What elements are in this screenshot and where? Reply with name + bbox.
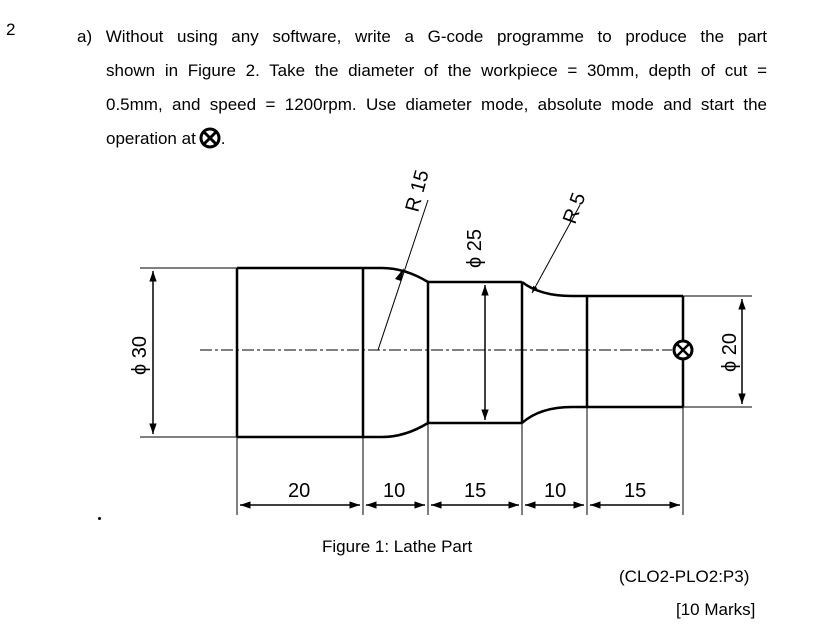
start-point-marker xyxy=(672,339,694,361)
part-outline xyxy=(235,266,685,439)
label-radius-5: R 5 xyxy=(559,190,590,227)
stray-dot xyxy=(98,517,101,520)
dim-radius-15: R 15 xyxy=(377,168,434,351)
dim-diameter-30: ϕ 30 xyxy=(129,267,237,438)
label-radius-15: R 15 xyxy=(402,168,434,215)
dim-length-10a: 10 xyxy=(383,480,405,502)
dim-length-20: 20 xyxy=(288,480,310,502)
clo-label: (CLO2-PLO2:P3) xyxy=(619,567,750,586)
question-line-2: shown in Figure 2. Take the diameter of … xyxy=(106,61,767,80)
dim-length-10b: 10 xyxy=(544,480,566,502)
question-line-4: operation at. xyxy=(77,122,767,156)
question-text: a) Without using any software, write a G… xyxy=(77,20,767,156)
question-line-4-text: operation at xyxy=(106,129,196,148)
dim-lengths: 20 10 15 10 15 xyxy=(236,407,684,515)
dim-length-15a: 15 xyxy=(464,480,486,502)
marks-label: [10 Marks] xyxy=(676,600,756,619)
question-line-4-period: . xyxy=(220,129,226,148)
figure-caption: Figure 1: Lathe Part xyxy=(322,537,473,556)
question-line-3: 0.5mm, and speed = 1200rpm. Use diameter… xyxy=(106,95,767,114)
dim-diameter-25: ϕ 25 xyxy=(464,229,489,420)
question-number: 2 xyxy=(6,20,16,39)
dim-radius-5: R 5 xyxy=(531,190,590,294)
question-line-1: a) Without using any software, write a G… xyxy=(77,27,767,46)
dim-diameter-20: ϕ 20 xyxy=(683,295,752,408)
label-diameter-30: ϕ 30 xyxy=(129,336,151,375)
start-point-icon xyxy=(199,127,221,149)
label-diameter-25: ϕ 25 xyxy=(464,229,486,268)
dim-length-15b: 15 xyxy=(624,480,646,502)
label-diameter-20: ϕ 20 xyxy=(719,333,741,372)
